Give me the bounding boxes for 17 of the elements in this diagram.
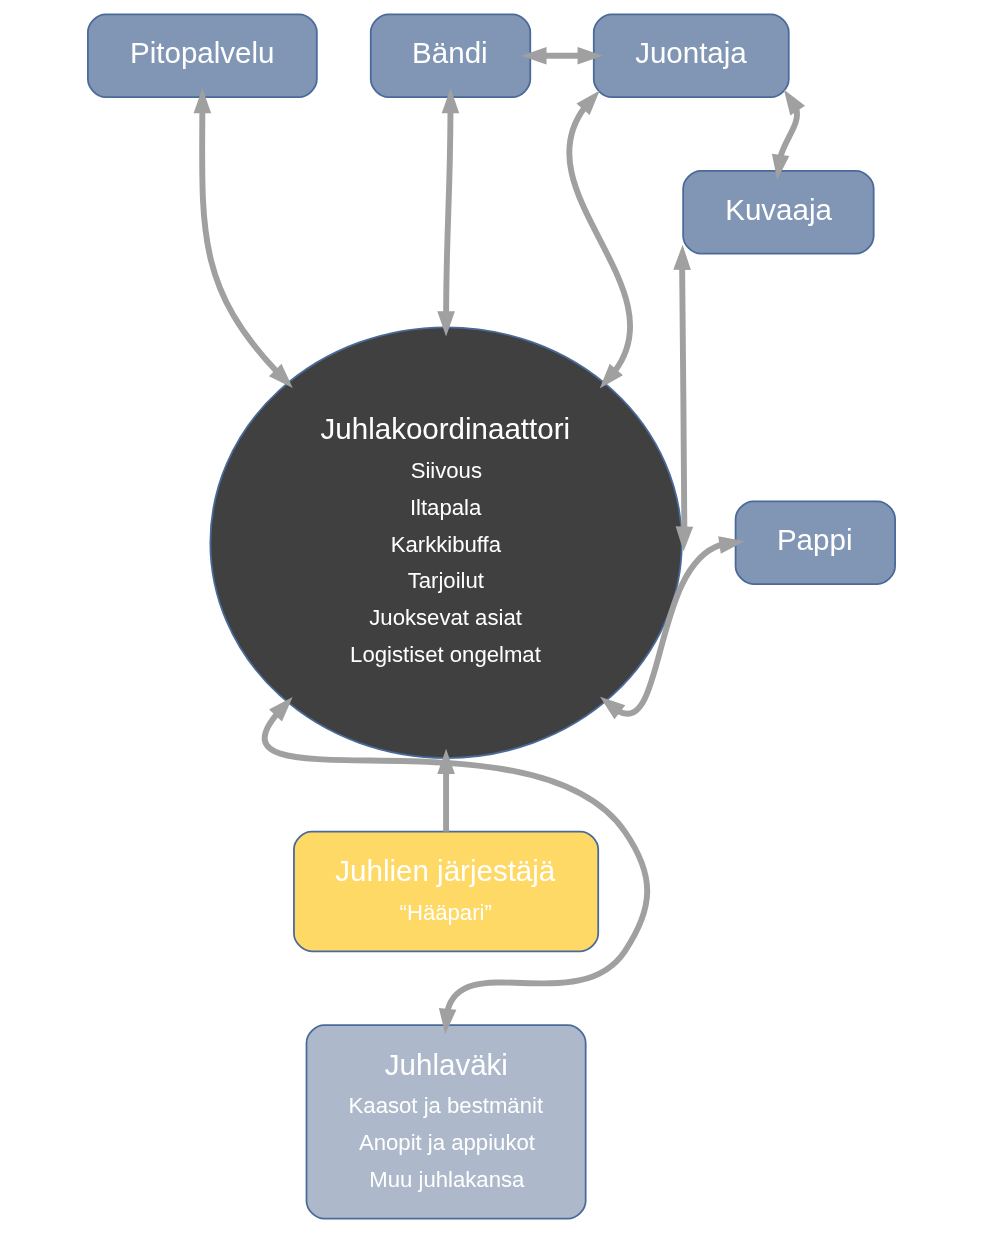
arrow <box>193 88 293 389</box>
node-box: Kuvaaja <box>682 170 875 255</box>
arrow <box>437 88 460 337</box>
node-box: Juhlien järjestäjä “Hääpari” <box>293 830 600 953</box>
arrow <box>262 697 651 1035</box>
arrow <box>771 89 806 180</box>
arrow <box>521 46 603 65</box>
arrow <box>673 244 694 552</box>
node-circle: Juhlakoordinaattori Siivous Iltapala Karkkibuffa Tarjoilut Juoksevat asiat Logistiset ongelmat <box>209 326 683 759</box>
node-box: Pappi <box>734 500 896 585</box>
node-box: Juhlaväki Kaasot ja bestmänit Anopit ja appiukot Muu juhlakansa <box>305 1024 587 1220</box>
arrow <box>566 90 633 389</box>
node-box: Pitopalvelu <box>87 13 318 98</box>
node-box: Bändi <box>369 13 532 98</box>
node-box: Juontaja <box>592 13 790 98</box>
arrow <box>600 536 745 720</box>
arrow <box>437 748 455 832</box>
